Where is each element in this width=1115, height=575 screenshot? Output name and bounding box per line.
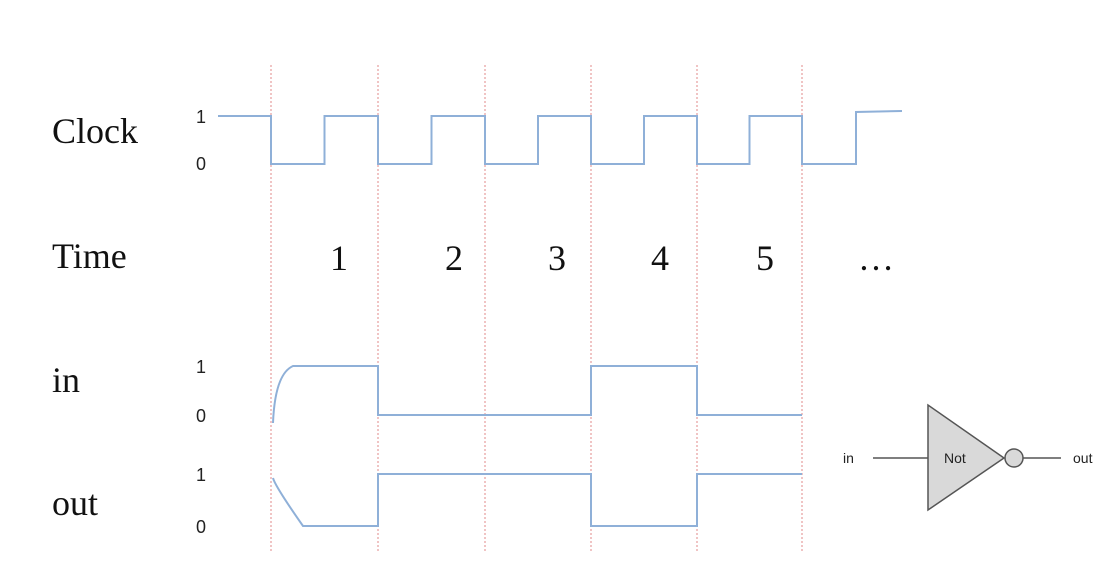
clock-waveform <box>218 110 903 165</box>
inversion-bubble <box>1004 448 1024 468</box>
in-high-label: 1 <box>196 357 206 377</box>
gate-name: Not <box>944 450 966 466</box>
in-label: in <box>52 360 80 400</box>
out-waveform <box>272 473 802 527</box>
out-label: out <box>52 483 98 523</box>
gate-input-label: in <box>843 450 854 466</box>
gate-output-label: out <box>1073 450 1093 466</box>
out-low-label: 0 <box>196 517 206 537</box>
clock-high-label: 1 <box>196 107 206 127</box>
time-step-2: 2 <box>445 238 463 278</box>
time-step-6: … <box>858 238 894 278</box>
time-step-4: 4 <box>651 238 669 278</box>
in-waveform <box>272 365 802 424</box>
not-gate-symbol: in Not out <box>843 403 1093 512</box>
time-step-5: 5 <box>756 238 774 278</box>
time-step-3: 3 <box>548 238 566 278</box>
out-high-label: 1 <box>196 465 206 485</box>
gate-triangle <box>927 403 1006 512</box>
clock-edge-gridlines <box>270 65 803 552</box>
clock-label: Clock <box>52 111 138 151</box>
time-step-1: 1 <box>330 238 348 278</box>
in-low-label: 0 <box>196 406 206 426</box>
time-steps: 1 2 3 4 5 … <box>330 238 894 278</box>
clock-low-label: 0 <box>196 154 206 174</box>
time-label: Time <box>52 236 127 276</box>
